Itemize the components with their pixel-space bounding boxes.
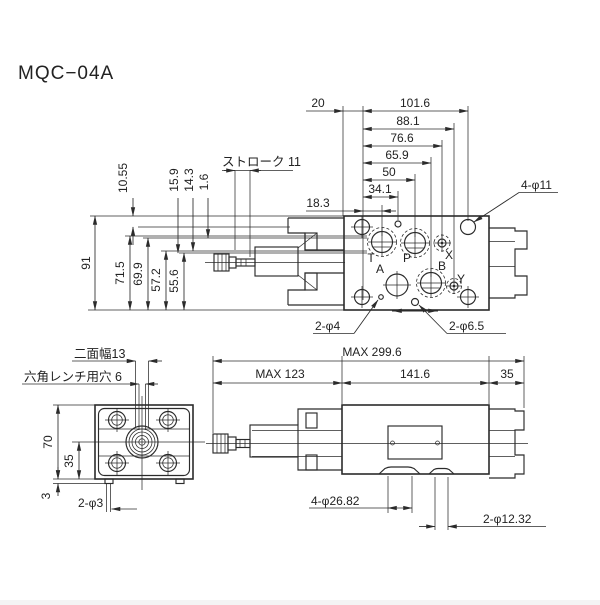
note-4-phi26-82: 4-φ26.82 [311,494,360,508]
dim-141-6: 141.6 [400,367,430,381]
nameplate [387,425,443,460]
note-hex: 六角レンチ用穴 6 [24,369,122,384]
dim-14-3: 14.3 [182,168,196,192]
dim-20: 20 [311,96,325,110]
foot-pin [175,478,185,485]
dim-35-side: 35 [500,367,514,381]
socket-screws [105,408,180,475]
port-t-label: T [367,251,375,265]
dim-76-6: 76.6 [390,131,414,145]
right-end-block-side [489,408,525,479]
mounting-holes [351,216,479,308]
chamfer-line [297,232,318,249]
mid-section-outline [297,408,342,471]
pin-hole-bottom [410,297,420,307]
note-2-phi6-5: 2-φ6.5 [449,319,484,333]
dim-88-1: 88.1 [396,114,420,128]
right-end-block-top [489,227,528,299]
port-b-label: B [438,259,446,273]
dim-max-123: MAX 123 [255,367,305,381]
port-boss-large [378,466,421,475]
upper-block-tab [304,232,318,251]
port-a-label: A [376,262,384,276]
nameplate-screw [390,440,395,446]
pin-hole-small [378,294,384,300]
dim-15-9: 15.9 [167,168,181,192]
side-view: MAX 299.6 MAX 123 141.6 35 4-φ26.82 2-φ1… [206,345,546,530]
valve-body-top-outline [343,215,490,311]
dim-91: 91 [79,256,93,270]
pin-hole-top [394,220,402,228]
dim-65-9: 65.9 [385,148,409,162]
center-boss [72,396,205,490]
top-view-dimensions: 20 101.6 88.1 76.6 65.9 50 34.1 18.3 ストロ… [79,96,558,334]
dim-57-2: 57.2 [149,268,163,292]
note-flats: 二面幅13 [74,346,125,361]
port-boss-small [428,467,455,475]
port-y-label: Y [457,272,465,286]
dim-70: 70 [41,435,55,449]
dim-50: 50 [382,165,396,179]
pilot-body-side [249,424,299,458]
dim-max-299-6: MAX 299.6 [342,345,402,359]
dim-71-5: 71.5 [113,261,127,285]
port-x-label: X [445,248,453,262]
dim-18-3: 18.3 [306,196,330,210]
note-2-phi12-32: 2-φ12.32 [483,512,532,526]
valve-body-side-outline [341,404,490,475]
mid-tab-bottom [305,454,318,471]
drawing-title: MQC−04A [18,63,114,84]
dim-1-6: 1.6 [197,173,211,190]
dim-69-9: 69.9 [131,262,145,286]
stroke-note: ストローク 11 [222,155,301,169]
dim-10-55: 10.55 [116,163,130,193]
note-2-phi4: 2-φ4 [315,319,340,333]
end-view-dimensions: 70 35 3 2-φ3 [39,404,137,512]
mid-tab-top [305,412,318,429]
nameplate-screw [435,440,440,446]
dim-34-1: 34.1 [368,182,392,196]
mount-hole [459,218,477,236]
lower-block-tab [304,272,318,291]
dim-101-6: 101.6 [400,96,430,110]
dim-35: 35 [62,454,76,468]
port-p-label: P [403,251,411,265]
top-view: T P X A B Y 20 101.6 88.1 [79,96,558,334]
note-4-phi11: 4-φ11 [521,178,552,192]
note-2-phi3: 2-φ3 [78,496,103,510]
side-view-dimensions: MAX 299.6 MAX 123 141.6 35 4-φ26.82 2-φ1… [212,345,546,530]
dim-55-6: 55.6 [167,269,181,293]
end-view: 二面幅13 六角レンチ用穴 6 70 35 3 2-φ3 [22,346,205,512]
dim-3: 3 [39,492,53,499]
chamfer-line [297,274,318,291]
